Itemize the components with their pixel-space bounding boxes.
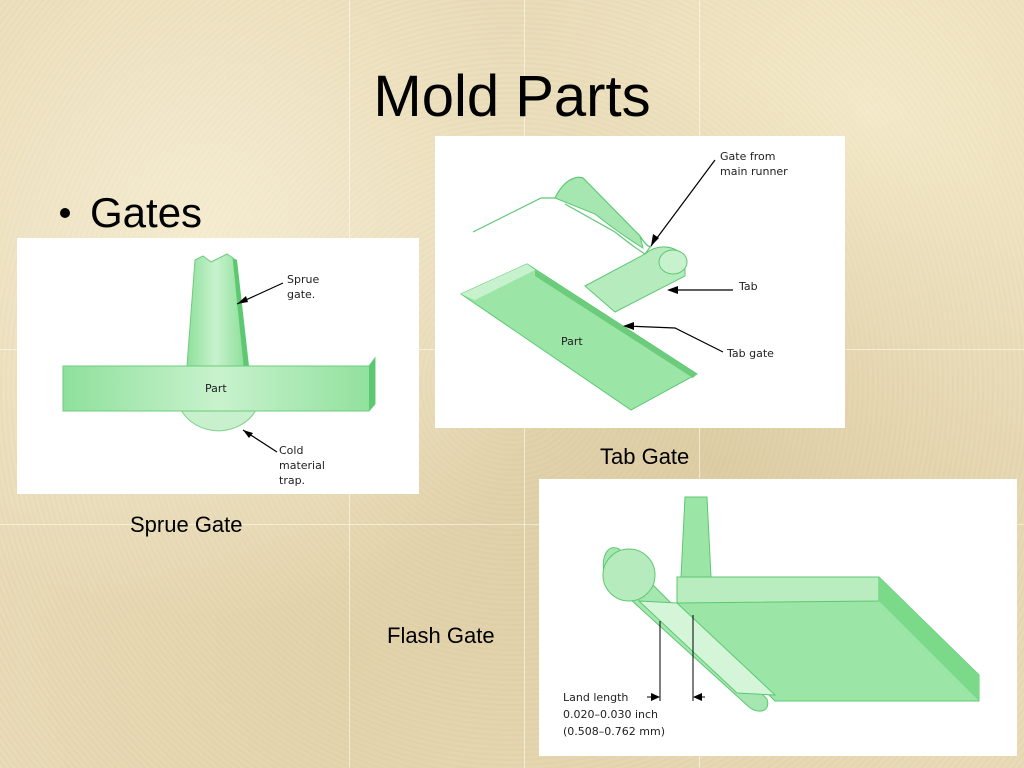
sprue-gate-figure: Part Sprue gate. Cold material trap.	[17, 238, 419, 494]
slide-title: Mold Parts	[373, 64, 651, 129]
land-label-line1: Land length	[563, 691, 628, 704]
sprue-gate-caption: Sprue Gate	[130, 512, 243, 537]
tile-divider	[0, 524, 1024, 525]
tab-gate-label: Tab gate	[726, 347, 774, 360]
tab-gate-diagram: Part Gate from main runner Tab Tab gate	[459, 150, 788, 411]
sprue-label-line1: Sprue	[287, 273, 319, 286]
tab-gate-figure: Part Gate from main runner Tab Tab gate	[435, 136, 845, 428]
part-label: Part	[205, 382, 227, 395]
bullet-dot	[60, 208, 70, 218]
sprue-label-line2: gate.	[287, 288, 315, 301]
flash-sprue-shape	[680, 496, 712, 578]
flash-gate-caption: Flash Gate	[387, 623, 495, 648]
gate-label-line1: Gate from	[720, 150, 775, 163]
sprue-gate-diagram: Part Sprue gate. Cold material trap.	[62, 253, 376, 487]
gate-label-line2: main runner	[720, 165, 788, 178]
flash-gate-figure: Land length 0.020–0.030 inch (0.508–0.76…	[539, 479, 1017, 756]
cold-label-line2: material	[279, 459, 325, 472]
cold-label-line3: trap.	[279, 474, 305, 487]
flash-gate-diagram: Land length 0.020–0.030 inch (0.508–0.76…	[563, 496, 980, 738]
arrow-head	[243, 430, 253, 438]
runner-shape	[554, 176, 644, 250]
arrow-head	[623, 322, 634, 330]
cold-trap-shape	[179, 407, 258, 432]
land-label-line2: 0.020–0.030 inch	[563, 708, 658, 721]
arrow-head	[651, 234, 659, 246]
tab-gate-caption: Tab Gate	[600, 444, 690, 469]
flash-land-shape	[637, 600, 777, 696]
leader-line	[650, 159, 716, 247]
arrow-head	[651, 693, 660, 701]
runner-end-shape	[602, 548, 656, 602]
flash-part-side	[879, 577, 979, 701]
arrow-head	[237, 296, 248, 304]
tab-label: Tab	[738, 280, 758, 293]
sprue-side-shape	[233, 258, 249, 366]
part-plate-edge	[369, 358, 375, 411]
arrow-head	[693, 693, 702, 701]
arrow-head	[667, 286, 678, 294]
bullet-item: Gates	[60, 188, 202, 238]
tab-part-top-edge	[461, 264, 535, 300]
tab-part-label: Part	[561, 335, 583, 348]
land-label-line3: (0.508–0.762 mm)	[563, 725, 665, 738]
cold-label-line1: Cold	[279, 444, 303, 457]
tab-end-shape	[658, 249, 688, 275]
tab-part-side	[535, 270, 697, 378]
flash-part-top	[676, 576, 880, 604]
bullet-text: Gates	[90, 189, 203, 236]
leader-line	[624, 325, 724, 353]
